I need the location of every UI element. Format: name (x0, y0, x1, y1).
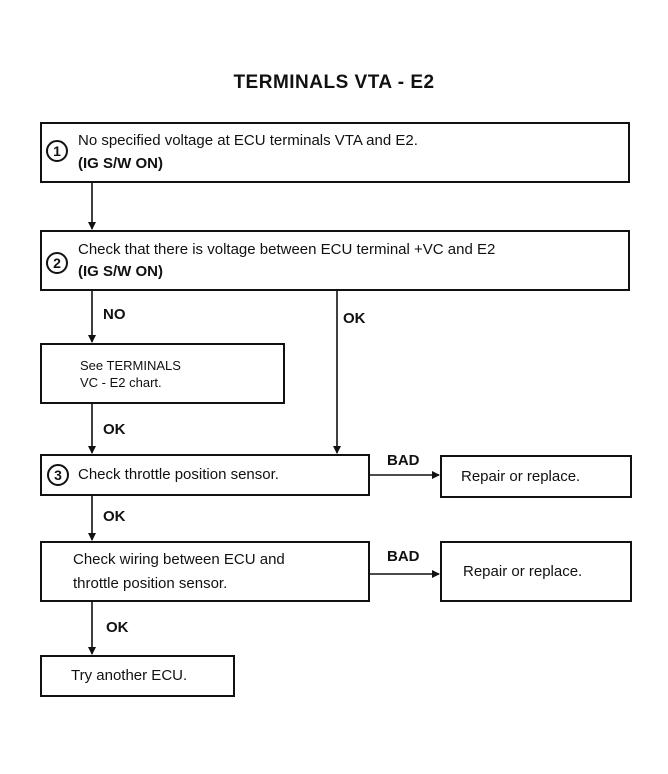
step3-number-badge: 3 (47, 464, 69, 486)
step1-text: No specified voltage at ECU terminals VT… (78, 132, 418, 149)
repair-text-2: Repair or replace. (463, 563, 583, 580)
repair-text-1: Repair or replace. (461, 468, 581, 485)
step2-text: Check that there is voltage between ECU … (78, 241, 496, 258)
step2-number-badge: 2 (46, 252, 68, 274)
label-ok-right: OK (343, 310, 366, 327)
label-ok-step3: OK (103, 508, 126, 525)
label-ok-wiring: OK (106, 619, 129, 636)
step3-box (40, 454, 370, 496)
see-chart-box (40, 343, 285, 404)
final-box (40, 655, 235, 697)
diagram-title: TERMINALS VTA - E2 (233, 72, 435, 93)
wiring-text-line2: throttle position sensor. (73, 575, 228, 592)
step2-box (40, 230, 630, 291)
label-bad-2: BAD (387, 548, 420, 565)
see-chart-text-line1: See TERMINALS (80, 358, 181, 373)
step1-box (40, 122, 630, 183)
repair-box-1 (440, 455, 632, 498)
label-bad-1: BAD (387, 452, 420, 469)
label-no: NO (103, 306, 126, 323)
step3-text: Check throttle position sensor. (78, 466, 279, 483)
final-text: Try another ECU. (71, 667, 188, 684)
wiring-text-line1: Check wiring between ECU and (73, 551, 285, 568)
step2-condition: (IG S/W ON) (78, 263, 163, 280)
label-ok-chart: OK (103, 421, 126, 438)
step1-number-badge: 1 (46, 140, 68, 162)
step1-condition: (IG S/W ON) (78, 155, 163, 172)
wiring-box (40, 541, 370, 602)
see-chart-text-line2: VC - E2 chart. (80, 375, 162, 390)
repair-box-2 (440, 541, 632, 602)
